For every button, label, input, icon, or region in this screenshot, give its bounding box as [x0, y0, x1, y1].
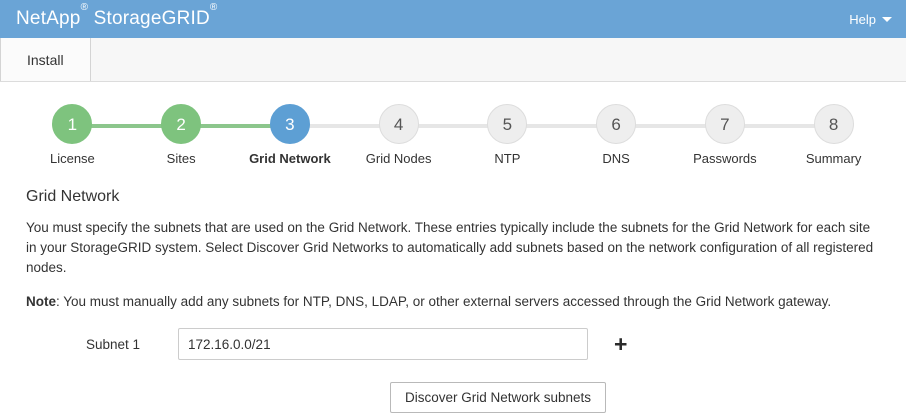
note-text: : You must manually add any subnets for …: [56, 294, 832, 309]
note-label: Note: [26, 294, 56, 309]
step-number: 5: [487, 104, 528, 144]
step-connector: [72, 124, 182, 128]
step-label: NTP: [494, 151, 521, 166]
step-list: 1 License 2 Sites 3 Grid Network 4 Grid …: [0, 104, 906, 166]
step-connector: [181, 124, 290, 128]
description-paragraph: You must specify the subnets that are us…: [26, 220, 874, 275]
chevron-down-icon: [882, 16, 892, 22]
help-menu[interactable]: Help: [849, 12, 892, 27]
step-label: Grid Nodes: [365, 151, 432, 166]
product-registered-icon: ®: [209, 2, 218, 14]
step-connector: [507, 124, 617, 128]
step-label: Summary: [805, 151, 862, 166]
note-paragraph: Note: You must manually add any subnets …: [26, 292, 880, 312]
step-sites[interactable]: 2 Sites: [72, 104, 236, 166]
main-content: Grid Network You must specify the subnet…: [0, 166, 906, 413]
step-number: 2: [161, 104, 202, 144]
app-banner: NetApp® StorageGRID® Help: [0, 0, 906, 38]
step-connector: [616, 124, 725, 128]
step-connector: [289, 124, 399, 128]
step-label: DNS: [602, 151, 630, 166]
step-license[interactable]: 1 License: [18, 104, 127, 166]
step-label: Grid Network: [249, 151, 331, 166]
help-label: Help: [849, 11, 876, 27]
step-number: 1: [52, 104, 93, 144]
action-row: Discover Grid Network subnets: [26, 382, 880, 413]
step-connector: [398, 124, 508, 128]
page-title: Grid Network: [26, 188, 120, 205]
step-summary[interactable]: 8 Summary: [724, 104, 888, 166]
step-label: Sites: [166, 151, 196, 166]
add-subnet-button[interactable]: +: [614, 330, 628, 357]
step-label: License: [49, 151, 95, 166]
tab-bar-filler: [91, 38, 906, 81]
wizard-progress: 1 License 2 Sites 3 Grid Network 4 Grid …: [0, 82, 906, 166]
step-dns[interactable]: 6 DNS: [507, 104, 671, 166]
step-passwords[interactable]: 7 Passwords: [616, 104, 780, 166]
subnet-label: Subnet 1: [86, 336, 141, 352]
tab-install[interactable]: Install: [0, 38, 91, 81]
brand-name: NetApp: [16, 8, 81, 29]
step-number: 3: [269, 104, 310, 144]
step-connector: [724, 124, 834, 128]
step-number: 6: [596, 104, 637, 144]
step-number: 4: [378, 104, 419, 144]
step-grid-nodes[interactable]: 4 Grid Nodes: [289, 104, 453, 166]
subnet-input[interactable]: [178, 328, 588, 360]
discover-grid-network-subnets-button[interactable]: Discover Grid Network subnets: [390, 382, 607, 413]
step-number: 7: [704, 104, 745, 144]
product-name: StorageGRID: [93, 8, 210, 29]
tab-bar: Install: [0, 38, 906, 82]
step-number: 8: [813, 104, 854, 144]
app-title: NetApp® StorageGRID®: [16, 3, 217, 30]
brand-registered-icon: ®: [80, 2, 89, 14]
step-label: Passwords: [693, 151, 757, 166]
step-ntp[interactable]: 5 NTP: [398, 104, 562, 166]
step-grid-network[interactable]: 3 Grid Network: [181, 104, 345, 166]
subnet-row: Subnet 1 +: [26, 328, 880, 360]
